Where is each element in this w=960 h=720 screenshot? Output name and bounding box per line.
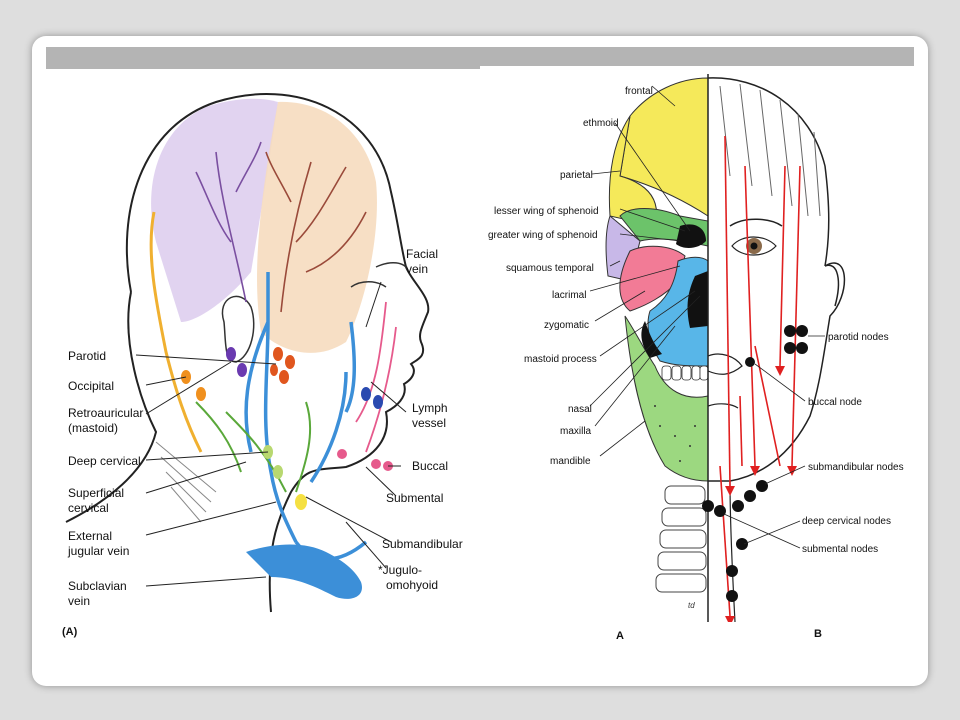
label-superficial-cervical-1: Superficial [68, 486, 124, 500]
occipital-scalp-region [151, 98, 278, 322]
cervical-vertebrae [655, 485, 707, 593]
mandible-bone [624, 315, 709, 482]
label-mandible: mandible [550, 456, 591, 467]
label-zygomatic: zygomatic [544, 320, 589, 331]
hair-lines [719, 83, 821, 217]
label-submandibular: Submandibular [382, 537, 463, 551]
head-outline [125, 93, 430, 613]
caption-figure-b-b: B [814, 628, 822, 640]
label-jugulo-omohyoid-2: omohyoid [386, 578, 438, 592]
label-submental: Submental [386, 491, 443, 505]
label-greater-wing: greater wing of sphenoid [488, 230, 598, 241]
label-buccal-node: buccal node [808, 397, 862, 408]
teeth [661, 365, 709, 381]
figure-a-leader-lines [135, 281, 407, 587]
neck-back-outline [65, 291, 158, 523]
parotid-node-1 [784, 325, 796, 337]
subclavian-vein-shape [246, 544, 362, 599]
facial-lymph-vessels [355, 301, 397, 453]
parotid-node-4 [796, 342, 808, 354]
node-leader-lines [723, 335, 825, 549]
label-squamous-temporal: squamous temporal [506, 263, 594, 274]
label-submental-nodes: submental nodes [802, 544, 878, 555]
parotid-node-3 [784, 342, 796, 354]
label-parietal: parietal [560, 170, 593, 181]
scalp-outline [707, 77, 830, 267]
label-deep-cervical-nodes: deep cervical nodes [802, 516, 891, 527]
retroauricular-nodes [226, 347, 247, 377]
eye [350, 281, 387, 288]
submandibular-node-3 [732, 500, 744, 512]
submandibular-node-2 [744, 490, 756, 502]
ear-right [824, 264, 840, 307]
label-subclavian-2: vein [68, 594, 90, 608]
occipital-lymph-vessel [149, 211, 203, 453]
label-lymph-vessel-1: Lymph [412, 401, 448, 415]
caption-figure-b-a: A [616, 630, 624, 642]
mandible-texture [654, 405, 696, 462]
label-external-jugular-1: External [68, 529, 112, 543]
buccal-nodes [361, 387, 383, 409]
eyebrow-right [729, 218, 783, 227]
label-facial-vein-2: vein [406, 262, 428, 276]
label-facial-vein-1: Facial [406, 247, 438, 261]
label-submandibular-nodes: submandibular nodes [808, 462, 904, 473]
label-lymph-vessel-2: vessel [412, 416, 446, 430]
face-lymph-nodes [702, 325, 808, 602]
figure-b-skull-and-face: frontal ethmoid parietal lesser wing of … [480, 66, 914, 626]
label-mastoid-process: mastoid process [524, 354, 597, 365]
label-retroauricular-1: Retroauricular [68, 406, 143, 420]
label-deep-cervical: Deep cervical [68, 454, 141, 468]
label-external-jugular-2: jugular vein [67, 544, 129, 558]
submandibular-nodes [337, 449, 393, 471]
arrow-heads [725, 366, 797, 626]
label-lacrimal: lacrimal [552, 290, 586, 301]
caption-figure-a: (A) [62, 626, 78, 638]
parietal-scalp-region [257, 101, 377, 353]
parotid-node-2 [796, 325, 808, 337]
skull-leader-lines [589, 85, 701, 457]
zygomatic-bone [619, 245, 686, 312]
figure-a-drawing: Facial vein Parotid Occipital Retroauric… [65, 93, 463, 613]
label-occipital: Occipital [68, 379, 114, 393]
figure-a-head-lymphatics: Facial vein Parotid Occipital Retroauric… [46, 72, 464, 622]
cervical-lymph-vessels [195, 401, 312, 493]
drainage-arrows [719, 135, 801, 617]
submental-node-2 [714, 505, 726, 517]
eyebrow [375, 262, 409, 271]
artist-signature: td [688, 601, 695, 610]
label-lesser-wing: lesser wing of sphenoid [494, 206, 599, 217]
submandibular-node-1 [756, 480, 768, 492]
label-retroauricular-2: (mastoid) [68, 421, 118, 435]
label-parotid: Parotid [68, 349, 106, 363]
label-jugulo-omohyoid-1: *Jugulo- [378, 563, 422, 577]
deep-cervical-node-3 [726, 590, 738, 602]
label-nasal: nasal [568, 404, 592, 415]
face-outline [708, 262, 846, 482]
label-maxilla: maxilla [560, 426, 592, 437]
pupil [750, 242, 758, 250]
label-frontal: frontal [625, 86, 653, 97]
label-ethmoid: ethmoid [583, 118, 619, 129]
label-buccal: Buccal [412, 459, 448, 473]
label-superficial-cervical-2: cervical [68, 501, 109, 515]
buccal-node-dot [745, 357, 755, 367]
neck-muscle-hatching [155, 441, 217, 523]
mouth [707, 403, 739, 409]
figure-b-drawing: frontal ethmoid parietal lesser wing of … [488, 74, 904, 626]
occipital-scalp-vessels [195, 141, 262, 303]
submental-node-1 [702, 500, 714, 512]
label-subclavian-1: Subclavian [68, 579, 127, 593]
slide-title-bar [46, 47, 914, 69]
nose-lip [707, 353, 743, 375]
slide: Facial vein Parotid Occipital Retroauric… [32, 36, 928, 686]
deep-cervical-node-1 [736, 538, 748, 550]
nasal-cavity [687, 271, 708, 328]
parietal-scalp-vessels [265, 151, 367, 313]
parotid-nodes [270, 347, 295, 384]
deep-cervical-node-2 [726, 565, 738, 577]
label-parotid-nodes: parotid nodes [828, 332, 889, 343]
